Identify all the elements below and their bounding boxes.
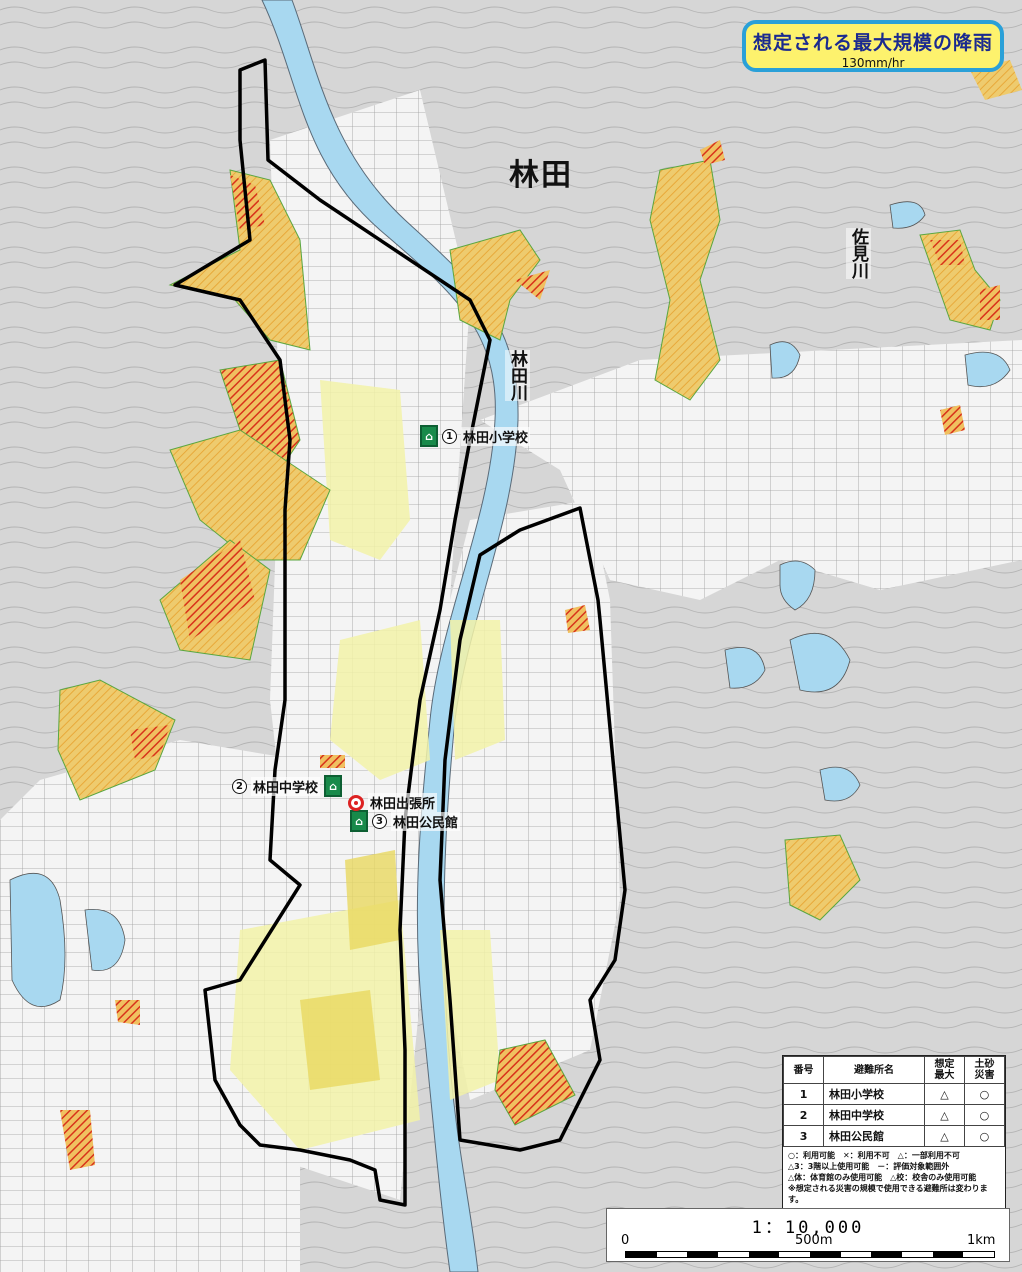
shelter-name: 林田小学校 [461, 426, 531, 446]
pond-east-1 [779, 560, 816, 611]
legend-note: ○：利用可能 ✕：利用不可 △：一部利用不可 [788, 1151, 960, 1160]
row-sediment: ○ [963, 1104, 1006, 1126]
shelter-name: 林田公民館 [391, 811, 461, 831]
river-label-sami: 佐見川 [846, 228, 871, 279]
pond-northeast-1 [769, 341, 801, 379]
table-row: 3 林田公民館 △ ○ [782, 1125, 1006, 1147]
scale-label-end: 1km [967, 1233, 996, 1248]
pond-east-3 [789, 632, 851, 693]
west-district-boundary [173, 58, 492, 1207]
scale-bar [625, 1251, 995, 1258]
col-header-num: 番号 [782, 1056, 825, 1084]
map-title: 想定される最大規模の降雨 [752, 32, 993, 54]
shelter-number: 1 [442, 428, 457, 444]
row-num: 2 [782, 1104, 825, 1126]
east-district-boundary [438, 506, 627, 1152]
branch-office-name: 林田出張所 [368, 793, 438, 812]
row-max: △ [923, 1125, 965, 1147]
shelter-marker-1[interactable]: ⌂ 1 林田小学校 [420, 425, 531, 447]
col-header-sediment: 土砂 災害 [963, 1056, 1006, 1084]
shelter-number: 2 [232, 778, 247, 794]
pond-east-4 [819, 766, 861, 802]
row-name: 林田小学校 [823, 1083, 925, 1105]
flood-inundation-areas [230, 380, 505, 1150]
shelter-icon: ⌂ [420, 425, 438, 447]
shelter-marker-3[interactable]: ⌂ 3 林田公民館 [350, 810, 461, 832]
pond-northeast-2 [889, 201, 926, 229]
row-max: △ [923, 1083, 965, 1105]
col-header-max: 想定 最大 [923, 1056, 965, 1084]
table-row: 1 林田小学校 △ ○ [782, 1083, 1006, 1105]
branch-office-marker[interactable]: 林田出張所 [348, 793, 438, 812]
scale-ratio: 1：10,000 [751, 1218, 865, 1238]
pond-east-2 [724, 647, 766, 689]
scale-label-zero: 0 [621, 1233, 630, 1248]
shelter-legend-table: 番号 避難所名 想定 最大 土砂 災害 1 林田小学校 △ ○ 2 林田中学校 … [782, 1055, 1006, 1209]
sediment-hazard-zones [57, 60, 1022, 1170]
shelter-marker-2[interactable]: 2 林田中学校 ⌂ [232, 775, 343, 797]
legend-note: ※想定される災害の規模で使用できる避難所は変わります。 [788, 1184, 988, 1204]
pond-northeast-3 [964, 351, 1011, 388]
row-sediment: ○ [963, 1125, 1006, 1147]
pond-west [9, 872, 66, 1008]
row-name: 林田公民館 [823, 1125, 925, 1147]
shelter-name: 林田中学校 [251, 776, 321, 796]
scale-bar-box: 1：10,000 0 500m 1km [606, 1208, 1010, 1262]
row-max: △ [923, 1104, 965, 1126]
title-box: 想定される最大規模の降雨 130mm/hr [742, 20, 1004, 72]
legend-note: △3：3階以上使用可能 －：評価対象範囲外 [788, 1162, 950, 1171]
shelter-icon: ⌂ [350, 810, 368, 832]
row-name: 林田中学校 [823, 1104, 925, 1126]
table-row: 2 林田中学校 △ ○ [782, 1104, 1006, 1126]
rainfall-amount: 130mm/hr [841, 56, 905, 70]
row-num: 3 [782, 1125, 825, 1147]
east-fields [480, 340, 1022, 600]
branch-office-icon [348, 794, 364, 811]
legend-notes: ○：利用可能 ✕：利用不可 △：一部利用不可 △3：3階以上使用可能 －：評価対… [783, 1147, 1005, 1208]
pond-west-2 [84, 908, 126, 972]
row-sediment: ○ [963, 1083, 1006, 1105]
legend-note: △体：体育館のみ使用可能 △校：校舎のみ使用可能 [788, 1173, 977, 1182]
row-num: 1 [782, 1083, 825, 1105]
district-label: 林田 [509, 158, 573, 193]
col-header-name: 避難所名 [823, 1056, 925, 1084]
shelter-icon: ⌂ [324, 775, 343, 797]
scale-label-mid: 500m [795, 1233, 833, 1248]
river-label-hayashida: 林田川 [505, 350, 530, 401]
shelter-number: 3 [372, 813, 387, 829]
